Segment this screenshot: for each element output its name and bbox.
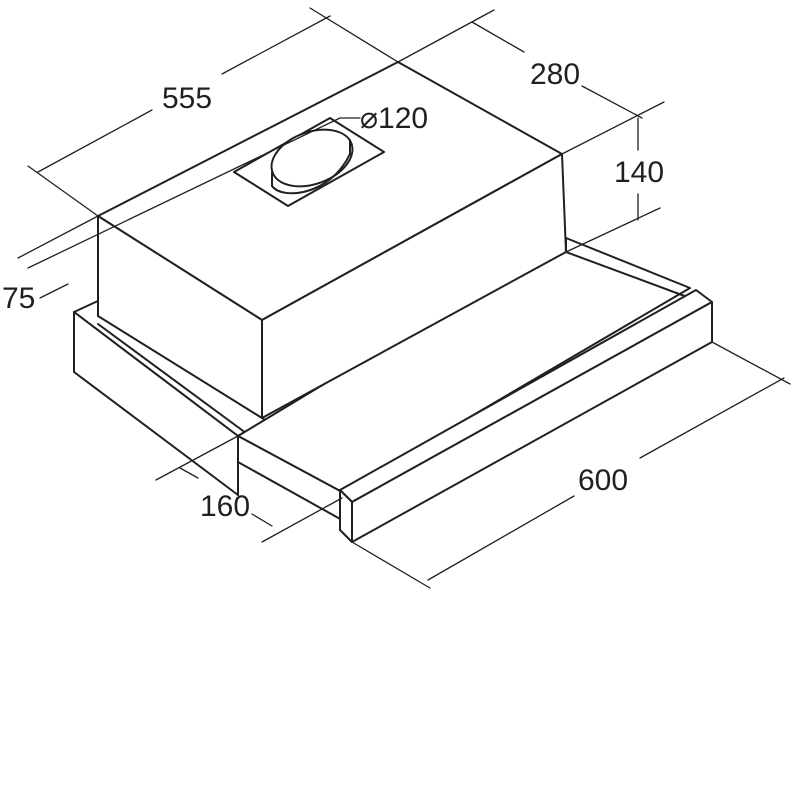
dim-555-line-b — [221, 15, 331, 75]
dimension-labels: 555 280 140 ⌀120 75 160 600 — [2, 58, 664, 523]
dim-160-ext-right — [261, 497, 343, 543]
dim-75-line — [39, 283, 69, 299]
dim-280-line-b — [581, 85, 643, 119]
label-160: 160 — [200, 490, 250, 523]
dim-160-ext-left — [155, 435, 239, 481]
label-600: 600 — [578, 464, 628, 497]
dim-555-ext-left — [27, 165, 99, 217]
dim-75-ext-top — [17, 215, 99, 259]
drawer-back-ledge-2 — [565, 251, 691, 299]
label-280: 280 — [530, 58, 580, 91]
label-duct-diameter: ⌀120 — [360, 102, 428, 135]
duct-collar — [233, 117, 385, 207]
label-555: 555 — [162, 82, 212, 115]
dim-555-ext-right — [309, 7, 399, 63]
dim-600-line-a — [427, 495, 575, 581]
dim-160-line-b — [251, 513, 273, 527]
dim-140-ext-bottom — [565, 207, 661, 253]
dim-120-leader — [27, 117, 341, 269]
label-140: 140 — [614, 156, 664, 189]
label-75: 75 — [2, 282, 35, 315]
dim-280-ext-left — [397, 9, 495, 63]
duct-ring-lower — [271, 153, 351, 195]
dim-280-line-a — [471, 21, 525, 53]
dim-280-ext-right — [561, 101, 665, 155]
dim-600-line-b — [639, 377, 785, 459]
dim-555-line-a — [37, 109, 153, 173]
base-tray-inner-edge — [97, 323, 251, 437]
base-tray — [73, 299, 266, 496]
dim-160-line-a — [179, 467, 199, 479]
dimension-lines — [17, 7, 791, 589]
main-body — [97, 61, 567, 419]
dim-600-ext-left — [351, 541, 431, 589]
dim-600-ext-right — [711, 341, 791, 385]
